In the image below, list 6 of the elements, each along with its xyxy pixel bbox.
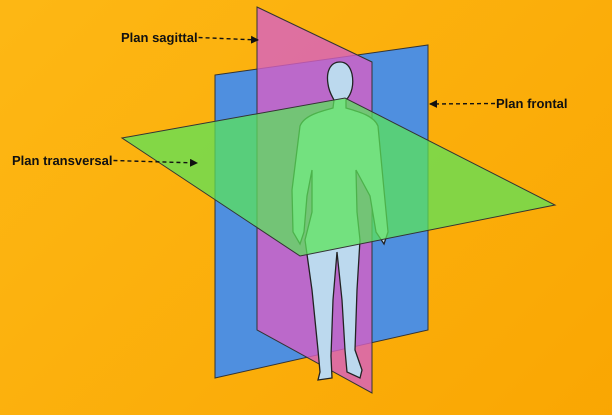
leader-arrow — [198, 36, 259, 44]
plane-label: Plan sagittal — [121, 30, 198, 45]
plane-label: Plan transversal — [12, 153, 112, 168]
plane-label: Plan frontal — [496, 96, 568, 111]
leader-arrow — [113, 158, 198, 167]
leader-arrow — [429, 100, 495, 108]
